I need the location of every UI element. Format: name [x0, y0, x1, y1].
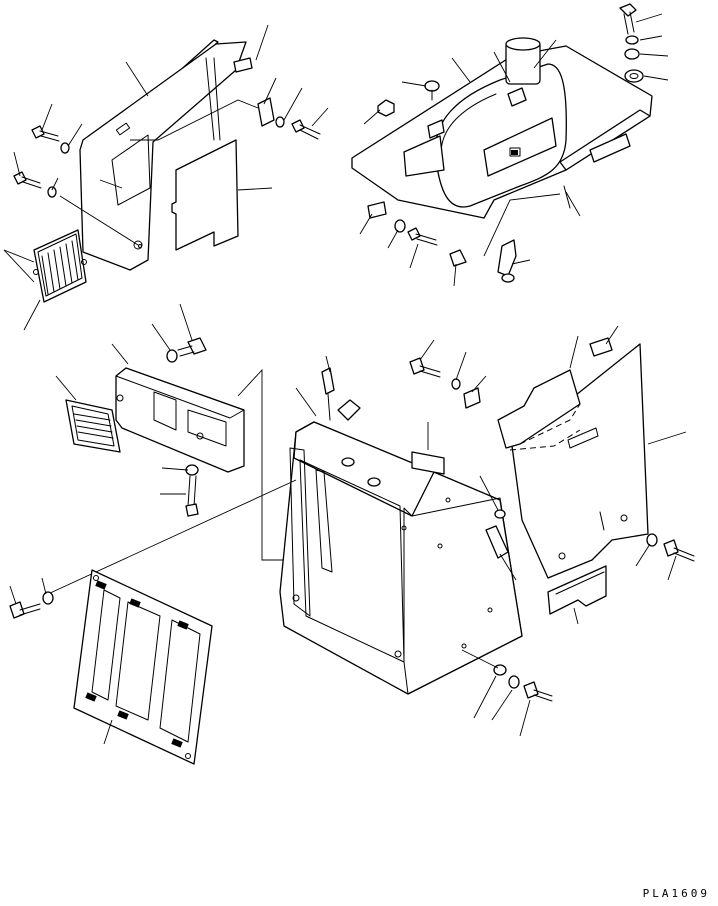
grille: [34, 230, 87, 302]
leaders-lower-left: [10, 578, 112, 744]
floor-plate-assembly: [10, 570, 212, 764]
bolt-9: [524, 682, 538, 698]
leaders-center: [48, 340, 516, 594]
leaders-mid-left: [56, 304, 296, 560]
bolt-1: [32, 126, 69, 153]
stacked-fasteners: [620, 4, 643, 82]
louver: [66, 400, 120, 452]
bolt-6: [410, 358, 424, 374]
bolt-5: [188, 338, 206, 354]
nut: [378, 100, 394, 116]
inner-cover-board: [172, 140, 238, 250]
bolt-2: [14, 172, 56, 197]
bracket-plate: [258, 98, 274, 126]
bolt-4: [408, 228, 437, 245]
right-side-panel: [512, 344, 648, 578]
leaders-top-right: [360, 14, 668, 286]
lower-fasteners: [462, 650, 552, 736]
side-cover-panel: [80, 42, 246, 270]
bolt-3: [276, 117, 320, 139]
drawing-code: PLA1609: [642, 887, 710, 900]
right-side-panel-assembly: [498, 326, 694, 624]
top-cover-assembly: [352, 4, 668, 286]
vent-duct-assembly: [56, 304, 296, 560]
main-frame-assembly: [48, 340, 522, 694]
floor-plate: [74, 570, 212, 764]
bolt-7: [664, 540, 678, 556]
leaders-top-left: [4, 25, 328, 330]
bolt-8: [10, 602, 24, 618]
left-side-cover-assembly: [4, 25, 328, 330]
leaders-right: [570, 326, 686, 624]
